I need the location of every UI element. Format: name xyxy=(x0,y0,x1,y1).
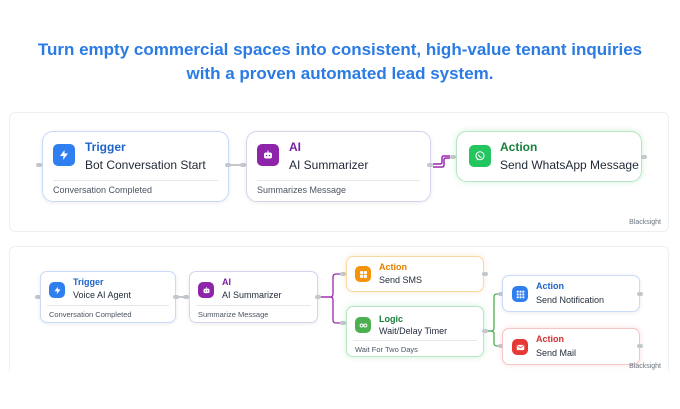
output-handle[interactable] xyxy=(173,295,179,299)
headline-line-1: Turn empty commercial spaces into consis… xyxy=(37,40,643,59)
input-handle[interactable] xyxy=(340,272,346,276)
input-handle[interactable] xyxy=(183,295,189,299)
node-title: Send SMS xyxy=(379,275,423,285)
node-type-label: Action xyxy=(536,281,564,291)
lightning-icon xyxy=(49,282,65,298)
node-type-label: Logic xyxy=(379,314,403,324)
output-handle[interactable] xyxy=(315,295,321,299)
trigger-node[interactable]: Trigger Bot Conversation Start Conversat… xyxy=(42,131,229,202)
output-handle[interactable] xyxy=(225,163,231,167)
bot-icon xyxy=(257,144,279,166)
ai-node[interactable]: AI AI Summarizer Summarizes Message xyxy=(246,131,431,202)
node-title: Wait/Delay Timer xyxy=(379,326,448,336)
output-handle[interactable] xyxy=(641,155,647,159)
output-handle[interactable] xyxy=(482,272,488,276)
workflow-canvas-2: Trigger Voice AI Agent Conversation Comp… xyxy=(9,246,669,371)
node-title: Voice AI Agent xyxy=(73,290,132,300)
grid-icon xyxy=(512,286,528,302)
notification-action-node[interactable]: Action Send Notification xyxy=(502,275,640,312)
node-type-label: AI xyxy=(289,140,301,154)
mail-action-node[interactable]: Action Send Mail xyxy=(502,328,640,365)
input-handle[interactable] xyxy=(340,321,346,325)
input-handle[interactable] xyxy=(35,295,41,299)
node-footer: Wait For Two Days xyxy=(355,345,418,354)
output-handle[interactable] xyxy=(427,163,433,167)
node-type-label: Trigger xyxy=(73,277,104,287)
workflow-canvas-1: Trigger Bot Conversation Start Conversat… xyxy=(9,112,669,232)
input-handle[interactable] xyxy=(240,163,246,167)
node-title: Bot Conversation Start xyxy=(85,158,206,172)
node-type-label: Action xyxy=(379,262,407,272)
node-footer: Conversation Completed xyxy=(49,310,132,319)
headline-line-2: with a proven automated lead system. xyxy=(186,64,494,83)
input-handle[interactable] xyxy=(450,155,456,159)
node-type-label: Action xyxy=(536,334,564,344)
input-handle[interactable] xyxy=(498,292,504,296)
node-title: Send Notification xyxy=(536,295,605,305)
node-title: AI Summarizer xyxy=(222,290,282,300)
sms-icon xyxy=(355,266,371,282)
divider xyxy=(53,180,218,181)
node-type-label: Action xyxy=(500,140,538,154)
ai-node[interactable]: AI AI Summarizer Summarize Message xyxy=(189,271,318,323)
input-handle[interactable] xyxy=(498,344,504,348)
node-footer: Conversation Completed xyxy=(53,185,153,195)
node-title: Send WhatsApp Message xyxy=(500,158,639,172)
whatsapp-icon xyxy=(469,145,491,167)
divider xyxy=(47,305,169,306)
node-title: AI Summarizer xyxy=(289,158,369,172)
headline: Turn empty commercial spaces into consis… xyxy=(0,38,680,86)
node-footer: Summarize Message xyxy=(198,310,269,319)
node-title: Send Mail xyxy=(536,348,577,358)
divider xyxy=(353,340,477,341)
node-footer: Summarizes Message xyxy=(257,185,347,195)
input-handle[interactable] xyxy=(36,163,42,167)
timer-icon xyxy=(355,317,371,333)
divider xyxy=(196,305,311,306)
whatsapp-action-node[interactable]: Action Send WhatsApp Message xyxy=(456,131,642,182)
divider xyxy=(257,180,420,181)
trigger-node[interactable]: Trigger Voice AI Agent Conversation Comp… xyxy=(40,271,176,323)
watermark: Blacksight xyxy=(629,219,661,226)
node-type-label: AI xyxy=(222,277,231,287)
output-handle[interactable] xyxy=(482,329,488,333)
lightning-icon xyxy=(53,144,75,166)
bot-icon xyxy=(198,282,214,298)
output-handle[interactable] xyxy=(637,292,643,296)
sms-action-node[interactable]: Action Send SMS xyxy=(346,256,484,292)
watermark: Blacksight xyxy=(629,363,661,370)
output-handle[interactable] xyxy=(637,344,643,348)
mail-icon xyxy=(512,339,528,355)
logic-node[interactable]: Logic Wait/Delay Timer Wait For Two Days xyxy=(346,306,484,357)
node-type-label: Trigger xyxy=(85,140,126,154)
